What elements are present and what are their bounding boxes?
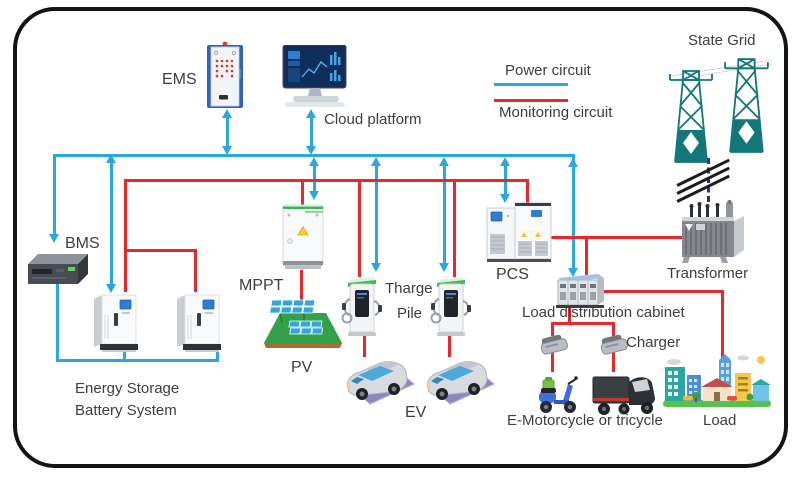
transformer-label: Transformer [667,265,749,282]
arrow-down-icon [439,263,449,272]
arrow-down-icon [106,284,116,293]
arrow-up-icon [306,109,316,118]
monitoring-line-loadcab-down [568,305,571,324]
load-distribution-cabinet-icon [554,272,606,308]
load-label: Load [703,412,737,429]
pv-array-icon [264,299,342,359]
monitoring-line-battery1 [124,179,127,292]
monitoring-line-mppt-pv [300,270,303,302]
monitoring-line-charger1 [551,322,554,336]
pcs-cabinet-icon [486,202,552,262]
power-line-cloud [310,118,313,147]
monitoring-line-charger2 [612,322,615,336]
monitoring-line-mppt [301,181,304,205]
pv-label: PV [291,359,313,376]
state-grid-towers-icon [668,52,776,170]
charge-pile-label-line2: Pile [397,305,423,322]
arrow-down-icon [222,146,232,155]
legend-power-line [494,83,568,86]
transformer-icon [676,200,748,266]
charge-pile-icon [341,275,383,338]
arrow-up-icon [222,109,232,118]
charge-pile-icon [430,275,472,338]
monitoring-line-pile2-ev [448,336,451,357]
monitoring-line-tricycle [612,351,615,372]
power-line-pile2 [443,165,446,264]
load-distribution-cabinet-label: Load distribution cabinet [522,304,685,321]
arrow-down-icon [500,194,510,203]
battery-cabinet-icon [176,291,223,353]
arrow-up-icon [439,157,449,166]
mppt-cabinet-icon [281,203,325,273]
monitoring-bus [124,179,529,182]
power-bus [54,154,575,157]
monitoring-line-battery2-h [124,249,197,252]
ev-label: EV [405,404,427,421]
ems-label: EMS [162,71,197,88]
monitoring-line-pile2 [453,181,456,277]
tricycle-icon [591,372,661,416]
arrow-up-icon [568,158,578,167]
power-line-loadcab [572,154,575,269]
arrow-up-icon [371,157,381,166]
power-line-bms [53,154,56,235]
monitoring-line-loadcab-load-h [600,290,724,293]
mppt-label: MPPT [239,277,284,294]
power-line-battery-bottom [56,359,219,362]
legend-monitoring-label: Monitoring circuit [499,104,613,121]
arrow-down-icon [371,263,381,272]
energy-storage-label-line1: Energy Storage [75,380,180,397]
ev-car-icon [336,348,416,408]
e-motorcycle-label: E-Motorcycle or tricycle [507,412,663,429]
cloud-platform-icon [281,45,349,110]
arrow-down-icon [568,268,578,277]
grid-feed-dashed-line [707,158,710,202]
diagram-border [13,7,788,468]
power-line-bms-bottom [56,283,59,362]
monitoring-line-pile1-ev [363,336,366,357]
energy-storage-label-line2: Battery System [75,402,177,419]
legend-monitoring-line [494,99,568,102]
battery-cabinet-icon [93,291,140,353]
power-line-battery1-bottom [123,348,126,361]
monitoring-line-chargers-h [551,322,615,325]
arrow-down-icon [306,146,316,155]
legend-power-label: Power circuit [505,62,591,79]
charger-label: Charger [626,334,681,351]
charger-adapter-icon [537,331,571,360]
bms-label: BMS [65,235,100,252]
monitoring-line-pile1 [358,181,361,277]
e-motorcycle-icon [534,368,580,414]
monitoring-line-pcs [526,181,529,204]
monitoring-line-pcs-transformer [548,236,684,239]
cloud-platform-label: Cloud platform [324,111,422,128]
power-line-battery [110,163,113,285]
ems-cabinet-icon [206,41,244,110]
state-grid-label: State Grid [688,32,756,49]
bms-unit-icon [26,250,90,287]
charge-pile-label-line1: Tharge [385,280,433,297]
charger-adapter-icon [597,331,631,360]
power-line-battery2-bottom [216,348,219,361]
arrow-down-icon [49,234,59,243]
monitoring-line-battery2-v [194,249,197,292]
arrow-up-icon [309,157,319,166]
power-line-pile1 [375,165,378,264]
arrow-up-icon [500,157,510,166]
power-line-mppt [313,165,316,192]
arrow-up-icon [106,154,116,163]
power-line-ems [226,118,229,147]
ev-car-icon [416,348,496,408]
arrow-down-icon [309,191,319,200]
monitoring-line-scooter [551,351,554,372]
monitoring-line-loadcab [585,238,588,275]
monitoring-line-load-v [721,290,724,364]
load-city-icon [663,351,771,409]
pcs-label: PCS [496,266,529,283]
